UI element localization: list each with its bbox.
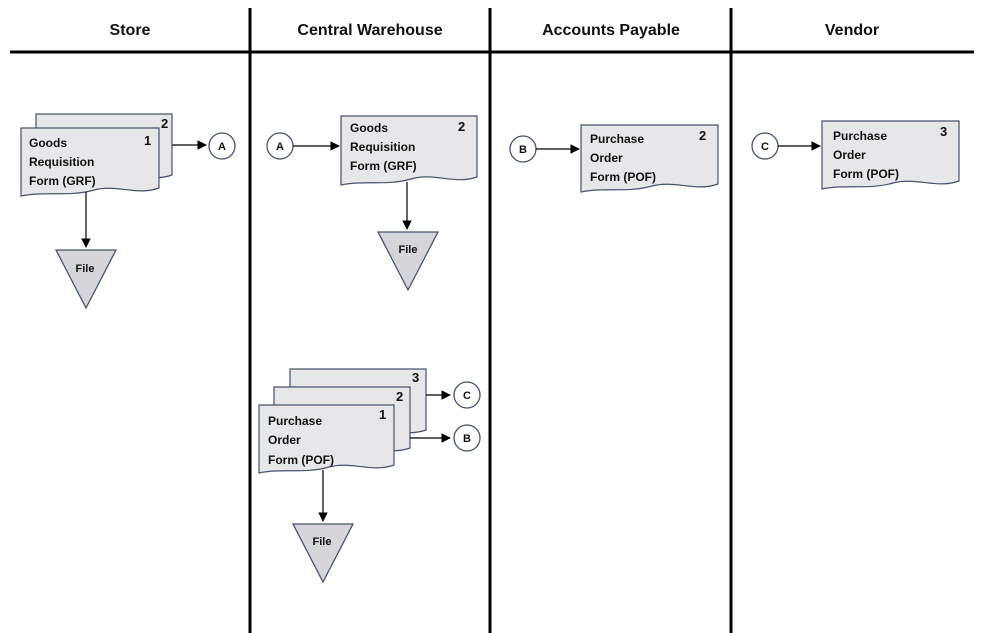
- lane-header-store: Store: [110, 22, 151, 39]
- warehouse-pof-label-line-3: Form (POF): [268, 453, 334, 467]
- svg-text:C: C: [463, 390, 471, 402]
- svg-text:File: File: [76, 263, 95, 275]
- swimlane-grid: [10, 8, 974, 633]
- warehouse-pof-copy-1-number: 1: [379, 407, 386, 422]
- lane-header-warehouse: Central Warehouse: [297, 22, 442, 39]
- ap-connector-b: B: [509, 135, 537, 163]
- warehouse-pof-copy-2-number: 2: [396, 389, 403, 404]
- svg-text:A: A: [218, 141, 226, 153]
- store-connector-a: A: [208, 132, 236, 160]
- vendor-pof-label-line-1: Purchase: [833, 129, 887, 143]
- warehouse-pof-copy-3-number: 3: [412, 370, 419, 385]
- warehouse-grf-document: 2 Goods Requisition Form (GRF): [340, 115, 478, 186]
- warehouse-grf-copy-number: 2: [458, 119, 465, 134]
- warehouse-grf-label-line-1: Goods: [350, 121, 388, 135]
- warehouse-connector-b: B: [453, 424, 481, 452]
- vendor-connector-c: C: [751, 132, 779, 160]
- warehouse-pof-document-stack: 3 2 1 Purchase Order Form (POF): [258, 368, 427, 474]
- svg-text:B: B: [463, 433, 471, 445]
- warehouse-pof-file: File: [291, 523, 355, 584]
- store-grf-document-stack: 2 1 Goods Requisition Form (GRF): [20, 113, 173, 197]
- vendor-pof-label-line-3: Form (POF): [833, 167, 899, 181]
- store-grf-copy-2-number: 2: [161, 116, 168, 131]
- lane-header-accounts-payable: Accounts Payable: [542, 22, 680, 39]
- vendor-pof-copy-number: 3: [940, 124, 947, 139]
- svg-text:B: B: [519, 144, 527, 156]
- warehouse-connector-c: C: [453, 381, 481, 409]
- warehouse-connector-a: A: [266, 132, 294, 160]
- warehouse-grf-label-line-2: Requisition: [350, 140, 415, 154]
- ap-pof-label-line-1: Purchase: [590, 132, 644, 146]
- lane-header-vendor: Vendor: [825, 22, 879, 39]
- warehouse-grf-file: File: [376, 231, 440, 292]
- warehouse-pof-label-line-2: Order: [268, 433, 301, 447]
- store-grf-label-line-2: Requisition: [29, 155, 94, 169]
- warehouse-grf-label-line-3: Form (GRF): [350, 159, 417, 173]
- store-grf-label-line-1: Goods: [29, 136, 67, 150]
- svg-text:A: A: [276, 141, 284, 153]
- vendor-pof-label-line-2: Order: [833, 148, 866, 162]
- ap-pof-document: 2 Purchase Order Form (POF): [580, 124, 719, 193]
- store-file: File: [54, 249, 118, 310]
- warehouse-pof-copy-1: [258, 404, 395, 474]
- svg-text:File: File: [399, 244, 418, 256]
- warehouse-pof-label-line-1: Purchase: [268, 414, 322, 428]
- ap-pof-label-line-3: Form (POF): [590, 170, 656, 184]
- svg-text:File: File: [313, 536, 332, 548]
- svg-text:C: C: [761, 141, 769, 153]
- vendor-pof-document: 3 Purchase Order Form (POF): [821, 120, 960, 190]
- ap-pof-label-line-2: Order: [590, 151, 623, 165]
- lane-headers: Store Central Warehouse Accounts Payable…: [110, 22, 880, 39]
- store-grf-copy-1: [20, 127, 160, 197]
- store-grf-copy-1-number: 1: [144, 133, 151, 148]
- ap-pof-copy-number: 2: [699, 128, 706, 143]
- store-grf-label-line-3: Form (GRF): [29, 174, 96, 188]
